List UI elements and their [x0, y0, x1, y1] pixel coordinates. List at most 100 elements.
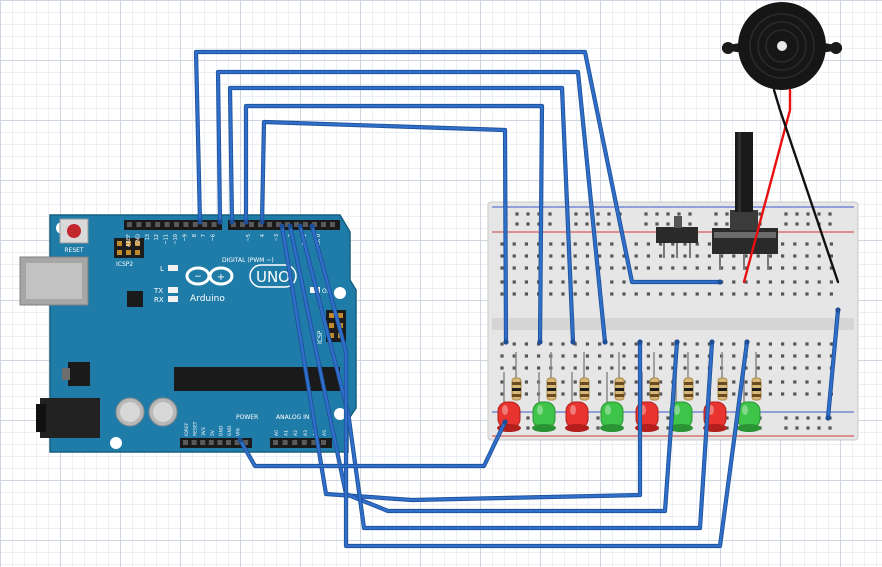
power-pin-label: IOREF — [184, 422, 190, 436]
digital-pin-label: 8 — [192, 234, 198, 237]
atmega-chip — [174, 367, 340, 391]
analog-header — [270, 438, 332, 448]
jumper-wire-core — [280, 224, 642, 502]
arduino-logo: − + — [185, 264, 297, 288]
wire-end — [309, 223, 315, 229]
piezo-buzzer — [722, 2, 842, 90]
digital-pin-label: ~3 — [274, 234, 280, 241]
digital-pin-label: ~6 — [211, 234, 217, 241]
model-label: UNO — [256, 268, 290, 286]
led-l-label: L — [160, 265, 164, 273]
slide-switch — [656, 216, 698, 258]
digital-pin-label: ~5 — [246, 234, 252, 241]
power-pin-label: GND — [218, 425, 224, 436]
jumper-wire-core — [826, 308, 840, 420]
led-tx-indicator — [168, 287, 178, 293]
voltage-regulator — [68, 362, 90, 386]
icsp2-header — [114, 238, 144, 258]
power-header — [180, 438, 252, 448]
resistor — [614, 352, 625, 401]
wire-end — [217, 219, 223, 225]
jumper-wire-core — [238, 420, 507, 468]
green-led — [737, 372, 761, 432]
wire-end — [237, 437, 243, 443]
analog-label: ANALOG IN — [276, 414, 309, 421]
wire-end — [259, 219, 265, 225]
jumper-wire-core — [216, 70, 607, 344]
digital-pin-label: 12 — [154, 234, 160, 240]
wire-end — [243, 219, 249, 225]
reset-button[interactable] — [67, 224, 81, 238]
resistor — [751, 352, 762, 401]
power-pin-label: 3V3 — [201, 427, 207, 436]
green-led — [600, 372, 624, 432]
wire-end — [197, 219, 203, 225]
jumper-wire-core — [228, 86, 575, 344]
led-l-indicator — [168, 265, 178, 271]
wire-end — [229, 219, 235, 225]
wire-end — [279, 223, 285, 229]
wire-end — [637, 339, 643, 345]
wire-end — [502, 419, 508, 425]
red-led — [565, 372, 589, 432]
icsp2-label: ICSP2 — [116, 261, 133, 268]
wire-end — [503, 339, 509, 345]
digital-pin-label: GND — [135, 234, 141, 246]
wire-end — [709, 339, 715, 345]
wire-end — [570, 339, 576, 345]
wire-end — [717, 279, 723, 285]
capacitor-2 — [148, 397, 178, 427]
buzzer-black-wire — [772, 88, 840, 284]
resistor — [683, 352, 694, 401]
icsp-label: ICSP — [317, 330, 324, 344]
digital-pin-label: 4 — [260, 234, 266, 237]
resistor — [546, 352, 557, 401]
analog-pin-label: A3 — [303, 430, 309, 436]
jumper-wire-core — [260, 120, 508, 344]
wire-end — [835, 307, 841, 313]
power-pin-label: VIN — [236, 428, 242, 436]
jumper-wire-core — [310, 224, 749, 548]
digital-pin-label: ~11 — [164, 234, 170, 245]
capacitor-1 — [115, 397, 145, 427]
power-pin-label: RESET — [193, 421, 199, 436]
resistor — [717, 352, 728, 401]
digital-label: DIGITAL (PWM ~) — [222, 257, 274, 264]
svg-text:−: − — [194, 272, 202, 282]
wire-end — [287, 223, 293, 229]
digital-pin-label: RX 0 — [316, 234, 322, 246]
jumper-wire-core — [244, 104, 544, 344]
digital-pin-label: 13 — [145, 234, 151, 240]
power-label: POWER — [236, 414, 258, 421]
buzzer-red-wire — [742, 88, 792, 284]
jumper-wire-core — [298, 224, 714, 530]
digital-header-high — [124, 220, 222, 230]
wire-end — [602, 339, 608, 345]
analog-pin-label: A1 — [284, 430, 290, 436]
analog-pin-label: A0 — [274, 430, 280, 436]
led-rx-label: RX — [154, 296, 164, 304]
analog-pin-label: A2 — [293, 430, 299, 436]
power-pin-label: GND — [227, 425, 233, 436]
wire-end — [537, 339, 543, 345]
analog-pin-label: A5 — [322, 430, 328, 436]
led-tx-label: TX — [153, 287, 163, 295]
reset-label: RESET — [64, 247, 84, 254]
usb-chip — [127, 291, 143, 307]
wire-end — [825, 415, 831, 421]
resistor — [511, 352, 522, 401]
led-rx-indicator — [168, 296, 178, 302]
power-jack — [40, 398, 100, 438]
jumper-wire-core — [288, 224, 679, 513]
wire-end — [297, 223, 303, 229]
wire-end — [744, 339, 750, 345]
resistor — [649, 352, 660, 401]
resistor — [579, 352, 590, 401]
digital-pin-label: ~9 — [182, 234, 188, 241]
green-led — [532, 372, 556, 432]
digital-pin-label: AREF — [126, 234, 132, 247]
potentiometer — [712, 132, 778, 270]
jumper-wire-core — [194, 50, 722, 284]
